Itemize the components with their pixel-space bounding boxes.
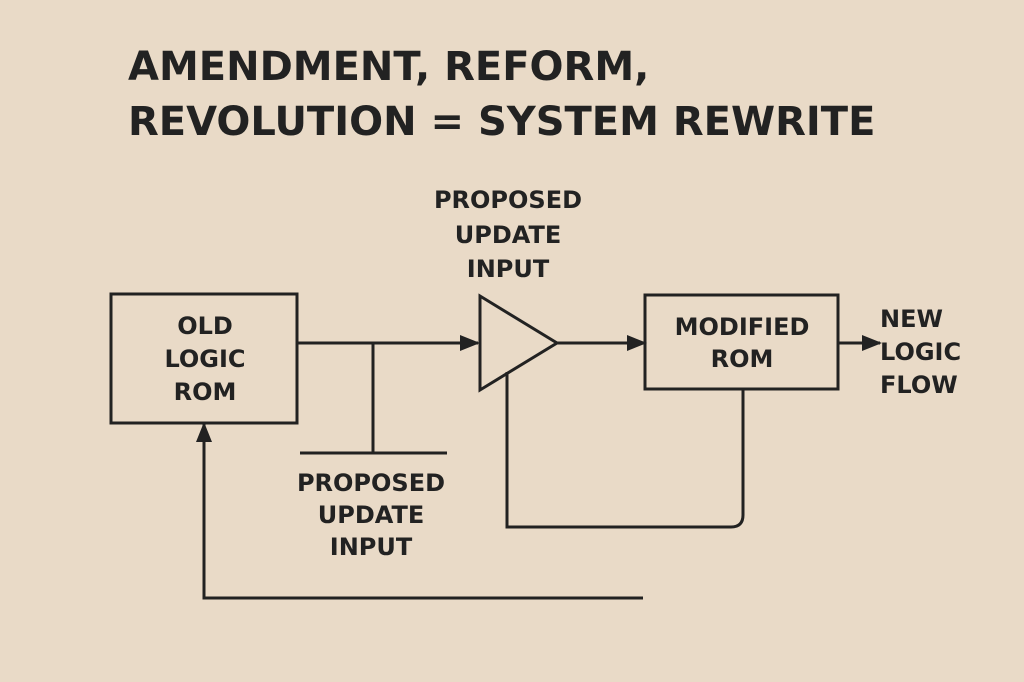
top-input-label-2: UPDATE (455, 221, 561, 249)
return-arrow-to-old-rom (196, 422, 643, 600)
bottom-input-label-2: UPDATE (318, 501, 424, 529)
output-label-2: LOGIC (880, 338, 961, 366)
output-label-3: FLOW (880, 371, 958, 399)
bottom-input-label-3: INPUT (330, 533, 413, 561)
top-input-label-1: PROPOSED (434, 186, 582, 214)
modified-rom-label-2: ROM (711, 345, 774, 373)
output-label-1: NEW (880, 305, 943, 333)
bottom-input-label-1: PROPOSED (297, 469, 445, 497)
feedback-loop (505, 372, 745, 529)
amplifier-triangle (478, 293, 560, 393)
old-rom-label-3: ROM (174, 378, 237, 406)
modified-rom-box (643, 293, 840, 391)
modified-rom-label-1: MODIFIED (675, 313, 810, 341)
top-input-label-3: INPUT (467, 255, 550, 283)
title-line-2: REVOLUTION = SYSTEM REWRITE (128, 99, 875, 145)
old-rom-label-1: OLD (177, 312, 233, 340)
old-rom-label-2: LOGIC (164, 345, 245, 373)
title-line-1: AMENDMENT, REFORM, (128, 44, 649, 90)
